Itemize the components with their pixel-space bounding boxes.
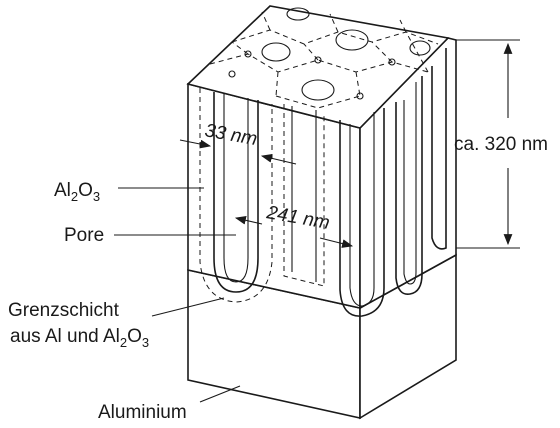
pore-channel-front [199, 88, 273, 303]
oxide-label: Al2O3 [54, 180, 100, 204]
oxide-label-sub1: 2 [71, 189, 78, 204]
barrier-sub1: 2 [120, 335, 127, 350]
barrier-mid: O [127, 326, 142, 347]
oxide-top-face [186, 5, 450, 129]
pore-channels-side [339, 48, 447, 317]
height-label: ca. 320 nm [454, 134, 548, 155]
aluminium-leader [199, 385, 241, 403]
cell-spacing-dimension [234, 215, 354, 248]
oxide-label-mid: O [78, 180, 93, 201]
barrier-line2-prefix: aus Al und Al [10, 326, 120, 347]
barrier-layer-label-line2: aus Al und Al2O3 [10, 326, 149, 350]
aluminium-label: Aluminium [98, 402, 187, 423]
cell-column-center [283, 104, 325, 287]
height-dimension [456, 39, 520, 249]
barrier-sub2: 3 [142, 335, 149, 350]
pore-diameter-dimension [179, 139, 297, 165]
oxide-label-sub2: 3 [93, 189, 100, 204]
pore-label: Pore [64, 225, 104, 246]
barrier-leader [151, 297, 225, 317]
barrier-layer-label-line1: Grenzschicht [8, 300, 120, 321]
oxide-label-base: Al [54, 180, 71, 201]
